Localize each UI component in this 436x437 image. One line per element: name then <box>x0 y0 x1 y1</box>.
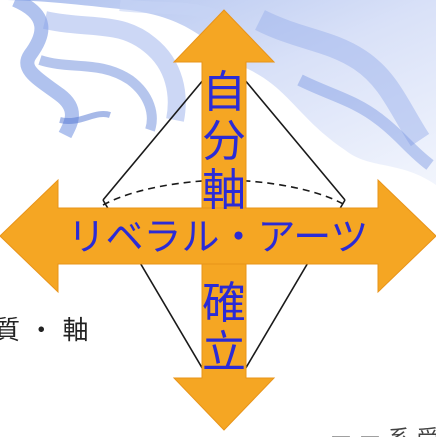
vertical-bottom-char-2: 立 <box>202 327 246 378</box>
vertical-top-char-3: 軸 <box>202 165 246 216</box>
vertical-bottom-char-1: 確 <box>202 278 246 329</box>
horizontal-label: リベラル・アーツ <box>68 215 369 259</box>
left-partial-text: 質 ・ 軸 <box>0 316 89 346</box>
vertical-top-char-2: 分 <box>202 116 246 167</box>
vertical-top-char-1: 自 <box>202 67 246 118</box>
vertical-top-label: 自 分 軸 <box>202 67 246 216</box>
vertical-bottom-label: 確 立 <box>202 278 246 378</box>
horizontal-arrow <box>0 178 436 294</box>
bottom-partial-text: ー ー 系 受 キ <box>330 427 436 437</box>
